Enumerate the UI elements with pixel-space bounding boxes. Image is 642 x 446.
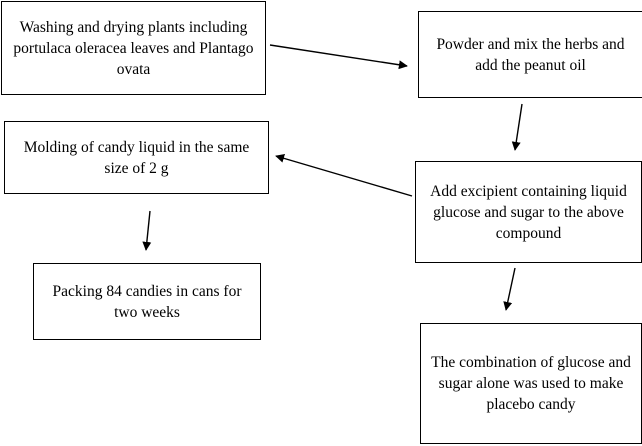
arrow-wash-to-powder <box>269 44 408 70</box>
step-powder-mix: Powder and mix the herbs and add the pea… <box>418 11 642 98</box>
step-molding-text: Molding of candy liquid in the same size… <box>23 138 250 177</box>
step-molding: Molding of candy liquid in the same size… <box>4 121 269 194</box>
arrow-excipient-to-placebo <box>503 267 516 311</box>
step-add-excipient-text: Add excipient containing liquid glucose … <box>430 182 627 242</box>
step-packing: Packing 84 candies in cans for two weeks <box>33 263 261 340</box>
step-placebo-text: The combination of glucose and sugar alo… <box>431 354 631 413</box>
step-placebo: The combination of glucose and sugar alo… <box>420 323 642 444</box>
step-wash-dry: Washing and drying plants including port… <box>1 1 266 95</box>
step-add-excipient: Add excipient containing liquid glucose … <box>415 161 642 263</box>
step-powder-mix-text: Powder and mix the herbs and add the pea… <box>436 35 625 74</box>
arrow-molding-to-packing <box>142 210 152 251</box>
arrow-excipient-to-molding <box>275 153 413 197</box>
step-packing-text: Packing 84 candies in cans for two weeks <box>52 282 242 321</box>
step-wash-dry-text: Washing and drying plants including port… <box>13 18 254 78</box>
arrow-powder-to-excipient <box>511 103 523 151</box>
